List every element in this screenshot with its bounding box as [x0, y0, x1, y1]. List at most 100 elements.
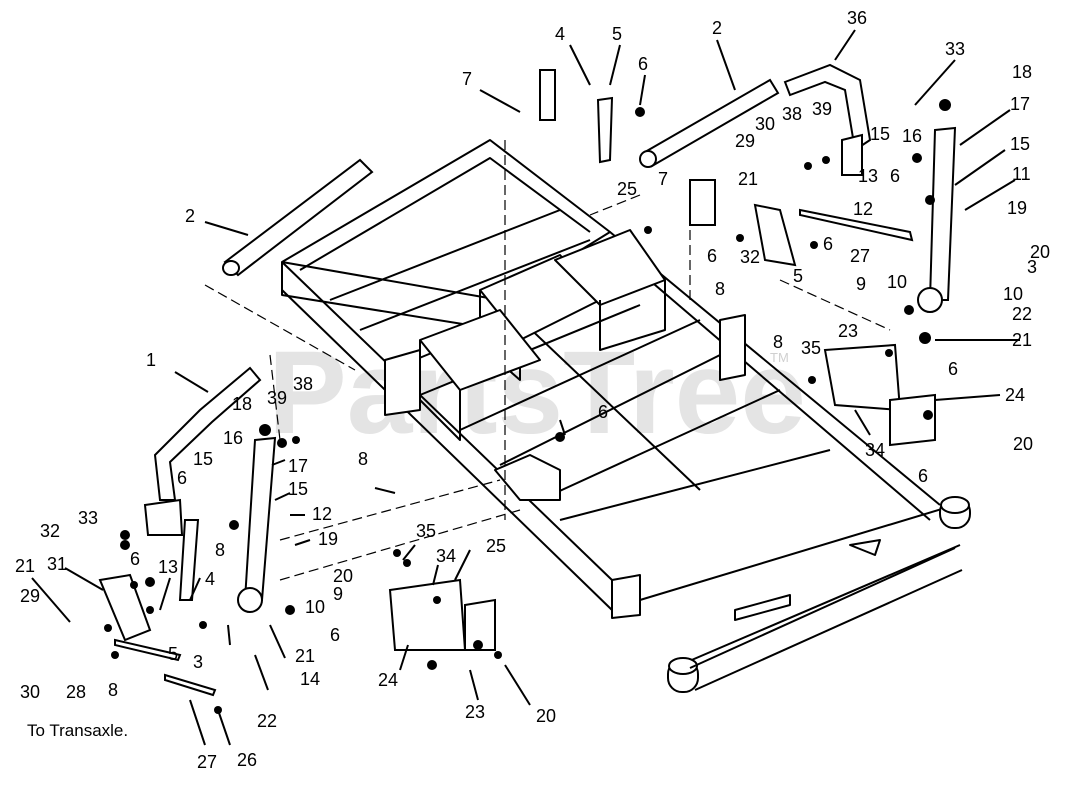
reference-lines	[204, 140, 891, 581]
callout-29-left: 29	[20, 586, 40, 606]
callout-9-right: 9	[856, 274, 866, 294]
transaxle-note: To Transaxle.	[27, 721, 129, 740]
callout-5-top: 5	[612, 24, 622, 44]
callout-6-i: 6	[130, 549, 140, 569]
lap-bar-left	[153, 366, 262, 501]
callout-11: 11	[1012, 164, 1031, 184]
leader-lines	[31, 29, 1020, 746]
callout-2-top: 2	[712, 18, 722, 38]
callout-25-top: 25	[617, 179, 637, 199]
callout-20-a: 20	[1030, 242, 1050, 262]
hardware	[104, 99, 951, 714]
callout-3-right: 3	[1027, 257, 1037, 277]
frame-assembly	[281, 139, 971, 693]
callout-16-left: 16	[223, 428, 243, 448]
callout-20-d: 20	[536, 706, 556, 726]
callout-24-right: 24	[1005, 385, 1025, 405]
callout-33-right: 33	[945, 39, 965, 59]
callout-22-right: 22	[1012, 304, 1032, 324]
callout-23-right: 23	[838, 321, 858, 341]
callout-30-left: 30	[20, 682, 40, 702]
callout-19-left: 19	[318, 529, 338, 549]
callout-34-bottom: 34	[436, 546, 456, 566]
callout-15-d: 15	[288, 479, 308, 499]
callout-26: 26	[237, 750, 257, 770]
callout-10-left: 10	[305, 597, 325, 617]
callout-2-left: 2	[185, 206, 195, 226]
callout-20-c: 20	[333, 566, 353, 586]
callout-8-b: 8	[773, 332, 783, 352]
callout-13-left: 13	[158, 557, 178, 577]
callout-16-right: 16	[902, 126, 922, 146]
callout-6-b: 6	[707, 246, 717, 266]
callout-4-left: 4	[205, 569, 215, 589]
callout-34-right: 34	[865, 440, 885, 460]
callout-7-mid: 7	[658, 169, 668, 189]
callout-9-left: 9	[333, 584, 343, 604]
callout-4-top: 4	[555, 24, 565, 44]
callout-7-top: 7	[462, 69, 472, 89]
callout-6-j: 6	[330, 625, 340, 645]
callout-12-left: 12	[312, 504, 332, 524]
callout-39-right: 39	[812, 99, 832, 119]
callout-27-left: 27	[197, 752, 217, 772]
callout-21-mid: 21	[738, 169, 758, 189]
callout-24-left: 24	[378, 670, 398, 690]
callout-38-left: 38	[293, 374, 313, 394]
callout-6-e: 6	[948, 359, 958, 379]
callout-18-right: 18	[1012, 62, 1032, 82]
callout-6-g: 6	[598, 402, 608, 422]
callout-23-bottom: 23	[465, 702, 485, 722]
callout-35-bottom: 35	[416, 521, 436, 541]
callout-12-right: 12	[853, 199, 873, 219]
callout-15-c: 15	[193, 449, 213, 469]
callout-8-a: 8	[715, 279, 725, 299]
callout-28: 28	[66, 682, 86, 702]
callout-6-f: 6	[918, 466, 928, 486]
callout-33-left: 33	[78, 508, 98, 528]
callout-6-h: 6	[177, 468, 187, 488]
watermark-tm: TM	[770, 350, 789, 365]
callout-3-left: 3	[193, 652, 203, 672]
callout-31: 31	[47, 554, 67, 574]
callout-39-left: 39	[267, 388, 287, 408]
callout-32-left: 32	[40, 521, 60, 541]
callout-38-right: 38	[782, 104, 802, 124]
callout-29-right: 29	[735, 131, 755, 151]
callout-13-right: 13	[858, 166, 878, 186]
callout-10-mid: 10	[887, 272, 907, 292]
callout-10-right: 10	[1003, 284, 1023, 304]
control-arm-right	[928, 126, 957, 301]
callout-6-a: 6	[638, 54, 648, 74]
callout-36: 36	[847, 8, 867, 28]
callout-15-b: 15	[1010, 134, 1030, 154]
callout-5-left: 5	[168, 644, 178, 664]
callout-8-e: 8	[108, 680, 118, 700]
callout-21-right: 21	[1012, 330, 1032, 350]
callout-19-right: 19	[1007, 198, 1027, 218]
callout-35-right: 35	[801, 338, 821, 358]
tube-parts	[98, 63, 957, 697]
callout-25-bottom: 25	[486, 536, 506, 556]
callout-5-right: 5	[793, 266, 803, 286]
watermark: PartsTree	[268, 327, 806, 459]
callout-21-left: 21	[295, 646, 315, 666]
callout-20-b: 20	[1013, 434, 1033, 454]
callout-18-left: 18	[232, 394, 252, 414]
callout-21-far-left: 21	[15, 556, 35, 576]
callout-27-right: 27	[850, 246, 870, 266]
callout-14: 14	[300, 669, 320, 689]
callout-17-left: 17	[288, 456, 308, 476]
callout-17-right: 17	[1010, 94, 1030, 114]
callout-15-a: 15	[870, 124, 890, 144]
callout-labels: 1 2 2 3 3 4 4 5 5 5 6 6 6 6 6 6 6 6 6 6 …	[15, 8, 1050, 772]
callout-30-right: 30	[755, 114, 775, 134]
callout-6-c: 6	[823, 234, 833, 254]
callout-22-left: 22	[257, 711, 277, 731]
callout-8-d: 8	[215, 540, 225, 560]
callout-1: 1	[146, 350, 156, 370]
callout-8-c: 8	[358, 449, 368, 469]
callout-6-d: 6	[890, 166, 900, 186]
